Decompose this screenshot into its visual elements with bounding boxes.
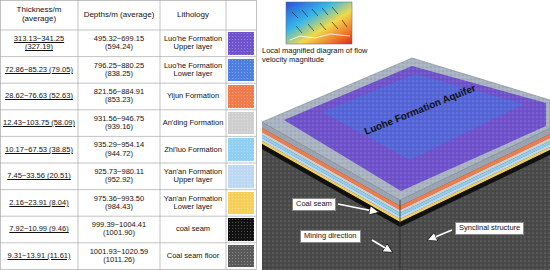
lithology-cell: Zhi'luo Formation (160, 136, 226, 163)
callout-arrows (338, 204, 452, 252)
coal-seam-label: Coal seam (292, 198, 336, 211)
lithology-swatch (228, 85, 254, 108)
mining-direction-label: Mining direction (300, 230, 361, 243)
lithology-swatch (228, 245, 254, 268)
depth-cell: 1001.93~1020.59 (1011.26) (78, 243, 160, 270)
depth-cell: 999.39~1004.41 (1001.90) (78, 216, 160, 243)
lithology-swatch (228, 59, 254, 82)
synclinal-label: Synclinal structure (455, 222, 524, 235)
flow-velocity-inset (286, 2, 352, 44)
lithology-swatch (228, 32, 254, 55)
lithology-cell: coal seam (160, 216, 226, 243)
thickness-cell: 9.31~13.91 (11.61) (0, 243, 78, 270)
lithology-swatch (228, 112, 254, 135)
thickness-cell: 2.16~23.91 (8.04) (0, 190, 78, 217)
lithology-cell: Luo'he Formation Lower layer (160, 57, 226, 84)
depth-cell: 495.32~699.15 (594.24) (78, 30, 160, 57)
lithology-cell: Yijun Formation (160, 83, 226, 110)
table-header: Thickness/m (average) (0, 0, 78, 30)
thickness-cell: 72.86~85.23 (79.05) (0, 57, 78, 84)
depth-cell: 931.56~946.75 (939.16) (78, 110, 160, 137)
thickness-cell: 12.43~103.75 (58.09) (0, 110, 78, 137)
table-header: Depths/m (average) (78, 0, 160, 30)
depth-cell: 975.36~993.50 (984.43) (78, 190, 160, 217)
thickness-cell: 10.17~67.53 (38.85) (0, 136, 78, 163)
lithology-cell: Yan'an Formation Lower layer (160, 190, 226, 217)
aquifer-mound (284, 66, 546, 191)
lithology-swatch (228, 218, 254, 241)
lithology-cell: Coal seam floor (160, 243, 226, 270)
ground-surface (262, 58, 550, 200)
depth-cell: 925.73~980.11 (952.92) (78, 163, 160, 190)
depth-cell: 796.25~880.25 (838.25) (78, 57, 160, 84)
lithology-swatch (228, 165, 254, 188)
lithology-cell: Luo'he Formation Upper layer (160, 30, 226, 57)
table-grid (0, 0, 257, 270)
thickness-cell: 28.62~76.63 (52.63) (0, 83, 78, 110)
thickness-cell: 7.92~10.99 (9.46) (0, 216, 78, 243)
thickness-cell: 313.13~341.25 (327.19) (0, 30, 78, 57)
inset-caption: Local magnified diagram of flow velocity… (262, 47, 380, 64)
lithology-swatch (228, 138, 254, 161)
lithology-cell: Yan'an Formation Upper layer (160, 163, 226, 190)
lithology-swatch (228, 192, 254, 215)
depth-cell: 821.56~884.91 (853.23) (78, 83, 160, 110)
lithology-cell: An'ding Formation (160, 110, 226, 137)
table-header: Lithology (160, 0, 226, 30)
thickness-cell: 7.45~33.56 (20.51) (0, 163, 78, 190)
depth-cell: 935.29~954.14 (944.72) (78, 136, 160, 163)
